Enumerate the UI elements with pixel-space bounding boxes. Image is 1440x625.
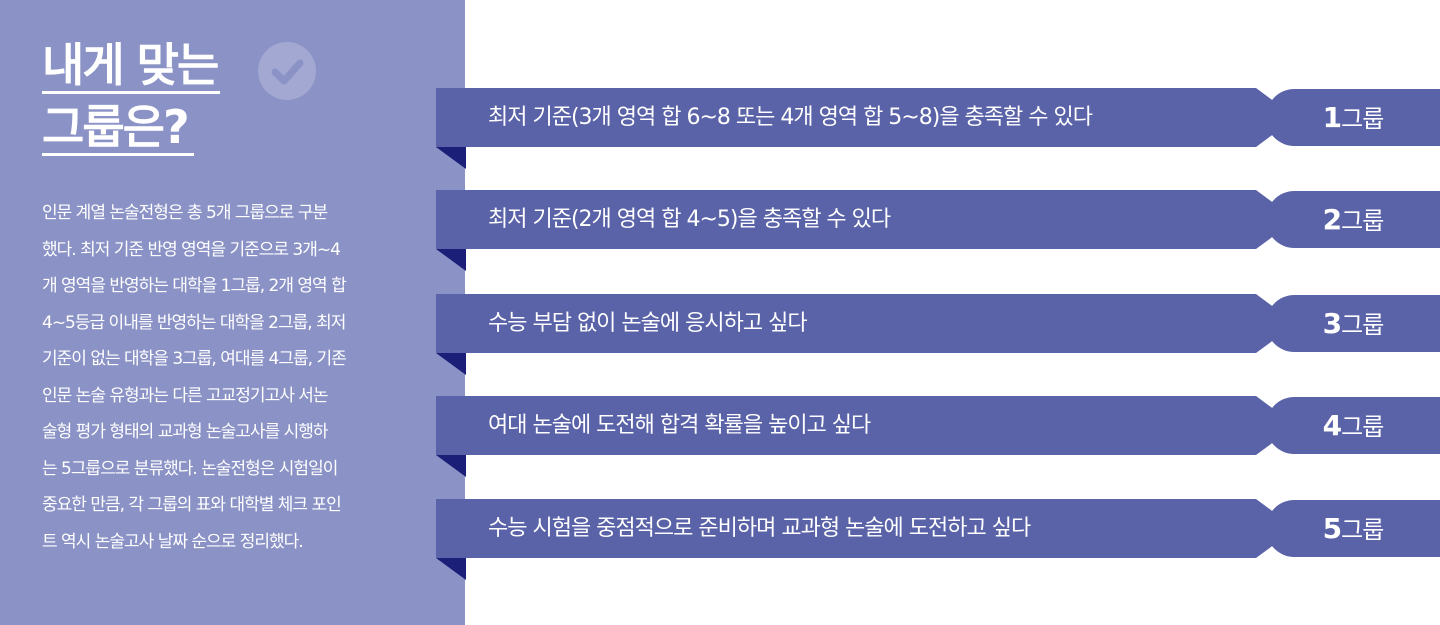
banner-fold bbox=[436, 455, 466, 477]
group-suffix: 그룹 bbox=[1341, 311, 1384, 339]
page-title-line-1: 내게 맞는 bbox=[42, 38, 219, 92]
banner-fold bbox=[436, 353, 466, 375]
title-underline-2 bbox=[42, 153, 194, 156]
description-line: 술형 평가 형태의 교과형 논술고사를 시행하 bbox=[42, 422, 329, 442]
group-row-1: 최저 기준(3개 영역 합 6~8 또는 4개 영역 합 5~8)을 충족할 수… bbox=[0, 88, 1440, 178]
group-suffix: 그룹 bbox=[1341, 413, 1384, 441]
group-banner bbox=[436, 88, 1296, 147]
group-condition-text: 최저 기준(3개 영역 합 6~8 또는 4개 영역 합 5~8)을 충족할 수… bbox=[488, 105, 1093, 130]
group-suffix: 그룹 bbox=[1341, 105, 1384, 133]
group-condition-text: 최저 기준(2개 영역 합 4~5)을 충족할 수 있다 bbox=[488, 207, 891, 232]
check-circle-icon bbox=[258, 42, 316, 100]
description-line: 는 5그룹으로 분류했다. 논술전형은 시험일이 bbox=[42, 458, 338, 479]
group-banner bbox=[436, 396, 1296, 455]
banner-fold bbox=[436, 147, 466, 169]
description-line: 트 역시 논술고사 날짜 순으로 정리했다. bbox=[42, 531, 304, 552]
description-line: 했다. 최저 기준 반영 영역을 기준으로 3개~4 bbox=[42, 239, 341, 260]
group-suffix: 그룹 bbox=[1341, 207, 1384, 235]
group-number: 4 bbox=[1322, 409, 1343, 442]
description-line: 기준이 없는 대학을 3그룹, 여대를 4그룹, 기존 bbox=[42, 349, 347, 369]
description-line: 개 영역을 반영하는 대학을 1그룹, 2개 영역 합 bbox=[42, 276, 347, 296]
group-number: 2 bbox=[1322, 203, 1343, 236]
description-line: 중요한 만큼, 각 그룹의 표와 대학별 체크 포인 bbox=[42, 495, 342, 515]
group-row-2: 최저 기준(2개 영역 합 4~5)을 충족할 수 있다 2그룹 bbox=[0, 190, 1440, 280]
banner-fold bbox=[436, 558, 466, 580]
group-row-5: 수능 시험을 중점적으로 준비하며 교과형 논술에 도전하고 싶다 5그룹 bbox=[0, 499, 1440, 589]
group-row-4: 여대 논술에 도전해 합격 확률을 높이고 싶다 4그룹 bbox=[0, 396, 1440, 486]
group-row-3: 수능 부담 없이 논술에 응시하고 싶다 3그룹 bbox=[0, 294, 1440, 384]
description-line: 4~5등급 이내를 반영하는 대학을 2그룹, 최저 bbox=[42, 312, 346, 333]
group-suffix: 그룹 bbox=[1341, 516, 1384, 544]
group-banner bbox=[436, 190, 1296, 249]
group-condition-text: 수능 부담 없이 논술에 응시하고 싶다 bbox=[488, 311, 808, 336]
description-line: 인문 논술 유형과는 다른 고교정기고사 서논 bbox=[42, 385, 329, 406]
group-badge: 4그룹 bbox=[1266, 397, 1440, 454]
group-badge: 1그룹 bbox=[1266, 89, 1440, 146]
title-underline-1 bbox=[42, 91, 220, 94]
group-badge: 5그룹 bbox=[1266, 500, 1440, 557]
group-banner bbox=[436, 294, 1296, 353]
description-line: 인문 계열 논술전형은 총 5개 그룹으로 구분 bbox=[42, 203, 328, 223]
banner-fold bbox=[436, 249, 466, 271]
group-number: 1 bbox=[1322, 101, 1343, 134]
group-condition-text: 수능 시험을 중점적으로 준비하며 교과형 논술에 도전하고 싶다 bbox=[488, 516, 1031, 541]
group-number: 5 bbox=[1322, 512, 1343, 545]
group-number: 3 bbox=[1322, 307, 1343, 340]
group-badge: 3그룹 bbox=[1266, 295, 1440, 352]
group-banner bbox=[436, 499, 1296, 558]
intro-panel: 내게 맞는 그룹은? 인문 계열 논술전형은 총 5개 그룹으로 구분 했다. … bbox=[0, 0, 465, 625]
group-badge: 2그룹 bbox=[1266, 191, 1440, 248]
group-condition-text: 여대 논술에 도전해 합격 확률을 높이고 싶다 bbox=[488, 413, 871, 438]
page-title-line-2: 그룹은? bbox=[42, 100, 190, 154]
description-text: 인문 계열 논술전형은 총 5개 그룹으로 구분 했다. 최저 기준 반영 영역… bbox=[42, 195, 412, 560]
